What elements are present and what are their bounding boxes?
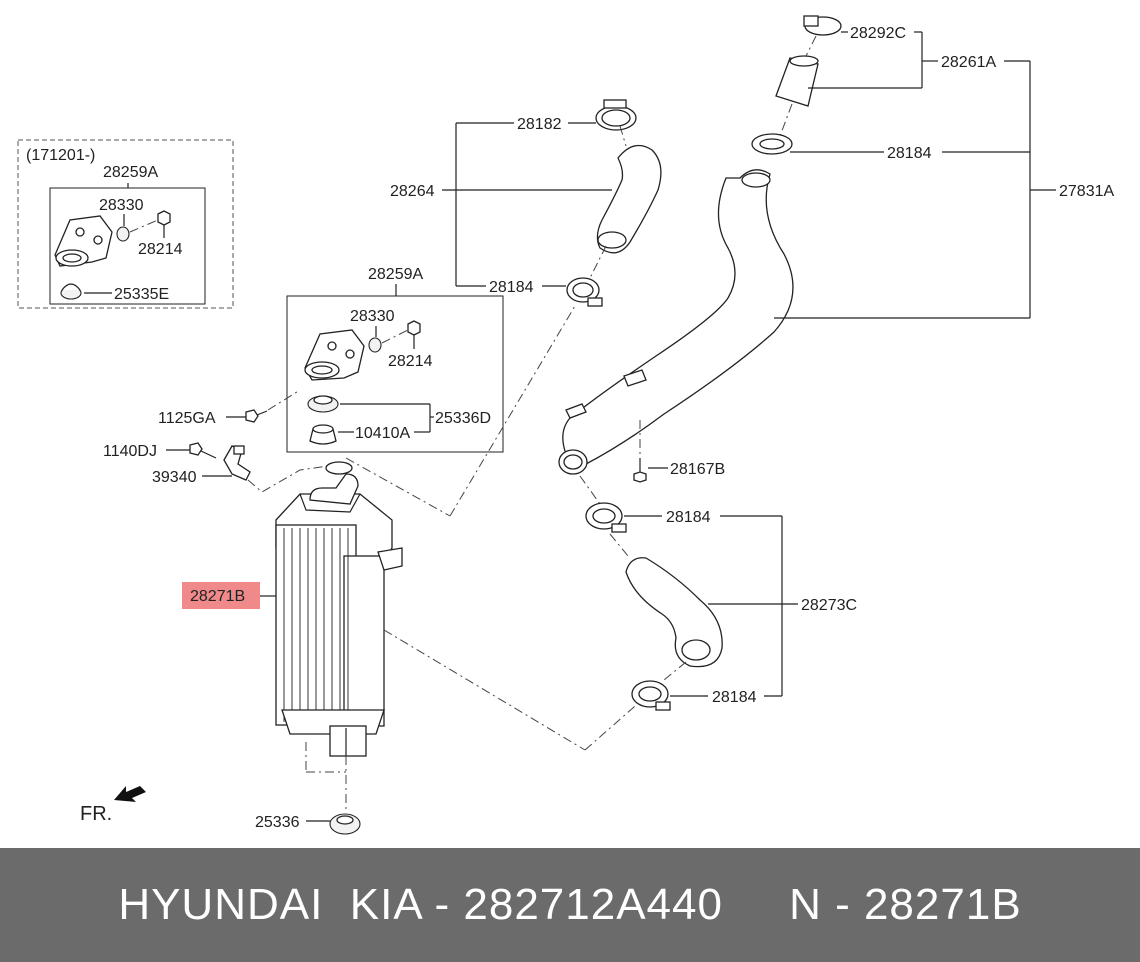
clamp-28184-lower-icon xyxy=(631,680,671,711)
hose-28261a-icon xyxy=(775,55,819,107)
clamp-28292c-icon xyxy=(803,15,842,36)
label-28259a-top: 28259A xyxy=(103,164,158,181)
intercooler-icon xyxy=(275,461,403,757)
clamp-28184-left-icon xyxy=(566,277,603,307)
pressure-sensor-icon xyxy=(223,445,251,481)
bolt-1140dj-icon xyxy=(189,442,217,459)
parts-diagram: (171201-) 28259A 28330 28214 25335E 2825… xyxy=(17,15,1114,835)
bracket-kit-box-main xyxy=(286,295,504,453)
bottom-grommet-icon xyxy=(329,813,361,835)
variant-box xyxy=(17,139,234,309)
label-25336: 25336 xyxy=(255,814,300,831)
part-number-footer: HYUNDAI KIA - 282712A440 N - 28271B xyxy=(0,848,1140,962)
label-28259a-main: 28259A xyxy=(368,266,423,283)
label-28273c: 28273C xyxy=(801,597,857,614)
label-28167b: 28167B xyxy=(670,461,725,478)
front-arrow-icon xyxy=(114,786,146,802)
label-25336d: 25336D xyxy=(435,410,491,427)
intercooler-highlight xyxy=(182,582,260,609)
bracket-top-icon xyxy=(54,215,113,267)
grommet-set-lower-icon xyxy=(309,424,337,445)
bolt-1125ga-icon xyxy=(245,409,268,423)
label-28330-main: 28330 xyxy=(350,308,395,325)
nut-top-icon xyxy=(157,210,171,226)
label-28261a: 28261A xyxy=(941,54,996,71)
label-28264: 28264 xyxy=(390,183,435,200)
insulator-top-icon xyxy=(116,226,130,242)
clamp-28184-mid-icon xyxy=(585,502,627,533)
label-28184-left: 28184 xyxy=(489,279,534,296)
label-28214-main: 28214 xyxy=(388,353,433,370)
label-1125ga: 1125GA xyxy=(158,410,216,427)
label-28271b: 28271B xyxy=(190,588,245,605)
label-27831a: 27831A xyxy=(1059,183,1114,200)
label-1140dj: 1140DJ xyxy=(103,443,157,460)
label-28182: 28182 xyxy=(517,116,562,133)
variant-date-label: (171201-) xyxy=(26,147,95,164)
label-25335e: 25335E xyxy=(114,286,169,303)
insulator-main-icon xyxy=(368,337,382,353)
grommet-set-upper-icon xyxy=(307,395,339,413)
bracket-main-icon xyxy=(304,329,365,381)
label-28184-mid: 28184 xyxy=(666,509,711,526)
label-28292c: 28292C xyxy=(850,25,906,42)
bolt-28167b-icon xyxy=(633,458,647,483)
label-39340: 39340 xyxy=(152,469,197,486)
hose-28264-icon xyxy=(596,144,662,254)
footer-text: HYUNDAI KIA - 282712A440 N - 28271B xyxy=(118,880,1022,929)
clamp-28184-upper-right-icon xyxy=(751,133,793,155)
label-28184-upper-right: 28184 xyxy=(887,145,932,162)
pipe-27831a-icon xyxy=(558,169,794,475)
label-28214-top: 28214 xyxy=(138,241,183,258)
label-10410a: 10410A xyxy=(355,425,410,442)
hose-28273c-icon xyxy=(625,557,723,668)
label-28184-lower: 28184 xyxy=(712,689,757,706)
label-28330-top: 28330 xyxy=(99,197,144,214)
front-label: FR. xyxy=(80,803,112,825)
clamp-28182-icon xyxy=(595,99,637,131)
nut-main-icon xyxy=(407,320,421,336)
grommet-top-icon xyxy=(60,283,82,300)
